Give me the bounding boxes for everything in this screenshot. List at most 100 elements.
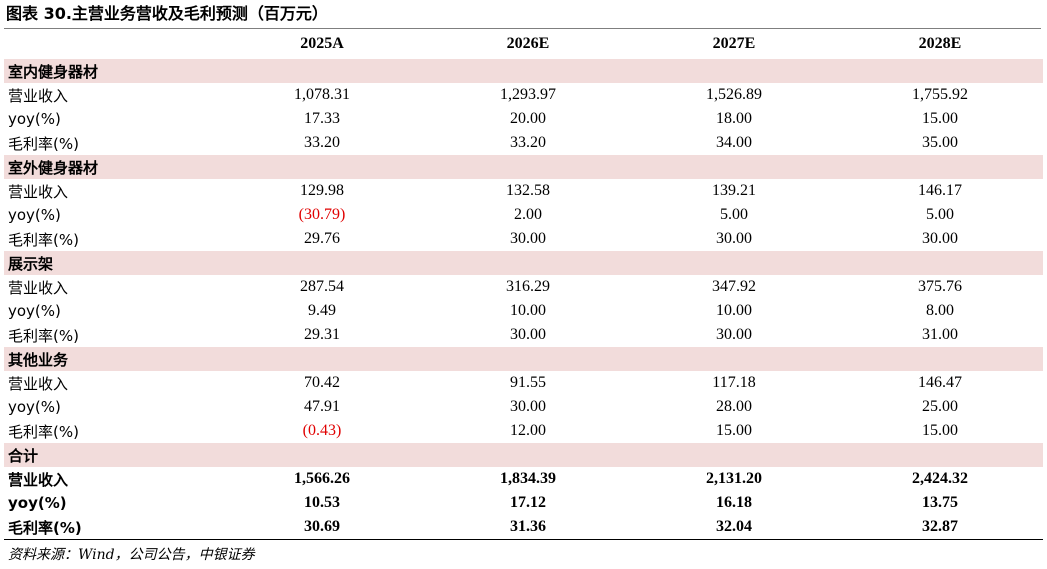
value-cell: 20.00 [510, 110, 546, 127]
table-body: 室内健身器材营业收入 1,078.31 1,293.97 1,526.89 1,755.… [4, 59, 1043, 540]
value-cell: 16.18 [716, 494, 752, 511]
value-cell: 146.47 [918, 374, 962, 391]
value-cell: 2,424.32 [912, 470, 968, 487]
forecast-table: 2025A 2026E 2027E 2028E 室内健身器材营业收入 1,078.… [4, 29, 1043, 540]
table-row: 毛利率(%) (0.43) 12.00 15.00 15.00 [4, 419, 1043, 443]
value-cell: 287.54 [300, 278, 344, 295]
row-label: 毛利率(%) [8, 230, 79, 249]
section-title: 室外健身器材 [4, 155, 1043, 179]
value-cell: 15.00 [922, 110, 958, 127]
row-label: yoy(%) [8, 494, 67, 512]
value-cell: 347.92 [712, 278, 756, 295]
value-cell: 91.55 [510, 374, 546, 391]
table-row: 营业收入 70.42 91.55 117.18 146.47 [4, 371, 1043, 395]
value-cell: 30.00 [510, 326, 546, 343]
value-cell: 31.36 [425, 515, 631, 540]
table-row: 营业收入 1,566.26 1,834.39 2,131.20 2,424.32 [4, 467, 1043, 491]
value-cell: 1,566.26 [294, 470, 350, 487]
table-row: 营业收入 287.54 316.29 347.92 375.76 [4, 275, 1043, 299]
row-label: 营业收入 [8, 86, 69, 105]
value-cell: (0.43) [302, 422, 342, 439]
header-year-2026e: 2026E [506, 35, 550, 52]
value-cell: 2.00 [514, 206, 542, 223]
row-label: yoy(%) [8, 206, 61, 224]
value-cell: 17.12 [510, 494, 546, 511]
value-cell: 30.00 [510, 398, 546, 415]
section-header-row: 室内健身器材 [4, 59, 1043, 83]
row-label: yoy(%) [8, 110, 61, 128]
section-header-row: 合计 [4, 443, 1043, 467]
value-cell: 29.76 [304, 230, 340, 247]
section-title: 合计 [4, 443, 1043, 467]
value-cell: 1,755.92 [912, 86, 968, 103]
value-cell: 35.00 [922, 134, 958, 151]
value-cell: 1,293.97 [500, 86, 556, 103]
section-title: 室内健身器材 [4, 59, 1043, 83]
value-cell: 5.00 [720, 206, 748, 223]
value-cell: 8.00 [926, 302, 954, 319]
value-cell: 31.00 [922, 326, 958, 343]
value-cell: 12.00 [510, 422, 546, 439]
row-label: 营业收入 [8, 470, 69, 489]
row-label: 营业收入 [8, 374, 69, 393]
row-label: 毛利率(%) [8, 422, 79, 441]
header-year-2027e: 2027E [712, 35, 756, 52]
value-cell: 2,131.20 [706, 470, 762, 487]
value-cell: 70.42 [304, 374, 340, 391]
row-label: yoy(%) [8, 398, 61, 416]
value-cell: 1,526.89 [706, 86, 762, 103]
header-label-cell [4, 29, 219, 59]
section-header-row: 室外健身器材 [4, 155, 1043, 179]
row-label: 营业收入 [8, 278, 69, 297]
value-cell: 30.00 [922, 230, 958, 247]
row-label: 毛利率(%) [4, 515, 219, 540]
value-cell: 18.00 [716, 110, 752, 127]
value-cell: 146.17 [918, 182, 962, 199]
section-header-row: 展示架 [4, 251, 1043, 275]
value-cell: 117.18 [712, 374, 756, 391]
header-row: 2025A 2026E 2027E 2028E [4, 29, 1043, 59]
row-label: yoy(%) [8, 302, 61, 320]
value-cell: 30.69 [219, 515, 425, 540]
table-title: 图表 30.主营业务营收及毛利预测（百万元） [4, 0, 1041, 29]
table-row: yoy(%) (30.79) 2.00 5.00 5.00 [4, 203, 1043, 227]
row-label: 毛利率(%) [8, 326, 79, 345]
value-cell: 10.00 [716, 302, 752, 319]
value-cell: 33.20 [304, 134, 340, 151]
value-cell: 10.53 [304, 494, 340, 511]
value-cell: 32.04 [631, 515, 837, 540]
value-cell: 5.00 [926, 206, 954, 223]
value-cell: 316.29 [506, 278, 550, 295]
value-cell: 129.98 [300, 182, 344, 199]
value-cell: 13.75 [922, 494, 958, 511]
section-title: 其他业务 [4, 347, 1043, 371]
value-cell: 9.49 [308, 302, 336, 319]
table-row: yoy(%) 10.53 17.12 16.18 13.75 [4, 491, 1043, 515]
value-cell: (30.79) [298, 206, 346, 223]
row-label: 毛利率(%) [8, 134, 79, 153]
section-header-row: 其他业务 [4, 347, 1043, 371]
value-cell: 375.76 [918, 278, 962, 295]
value-cell: 15.00 [922, 422, 958, 439]
value-cell: 28.00 [716, 398, 752, 415]
value-cell: 15.00 [716, 422, 752, 439]
value-cell: 47.91 [304, 398, 340, 415]
value-cell: 1,078.31 [294, 86, 350, 103]
value-cell: 1,834.39 [500, 470, 556, 487]
value-cell: 132.58 [506, 182, 550, 199]
section-title: 展示架 [4, 251, 1043, 275]
header-year-2028e: 2028E [918, 35, 962, 52]
value-cell: 29.31 [304, 326, 340, 343]
value-cell: 34.00 [716, 134, 752, 151]
value-cell: 30.00 [716, 230, 752, 247]
table-row: 营业收入 1,078.31 1,293.97 1,526.89 1,755.92 [4, 83, 1043, 107]
source-note: 资料来源：Wind，公司公告，中银证券 [8, 547, 255, 563]
